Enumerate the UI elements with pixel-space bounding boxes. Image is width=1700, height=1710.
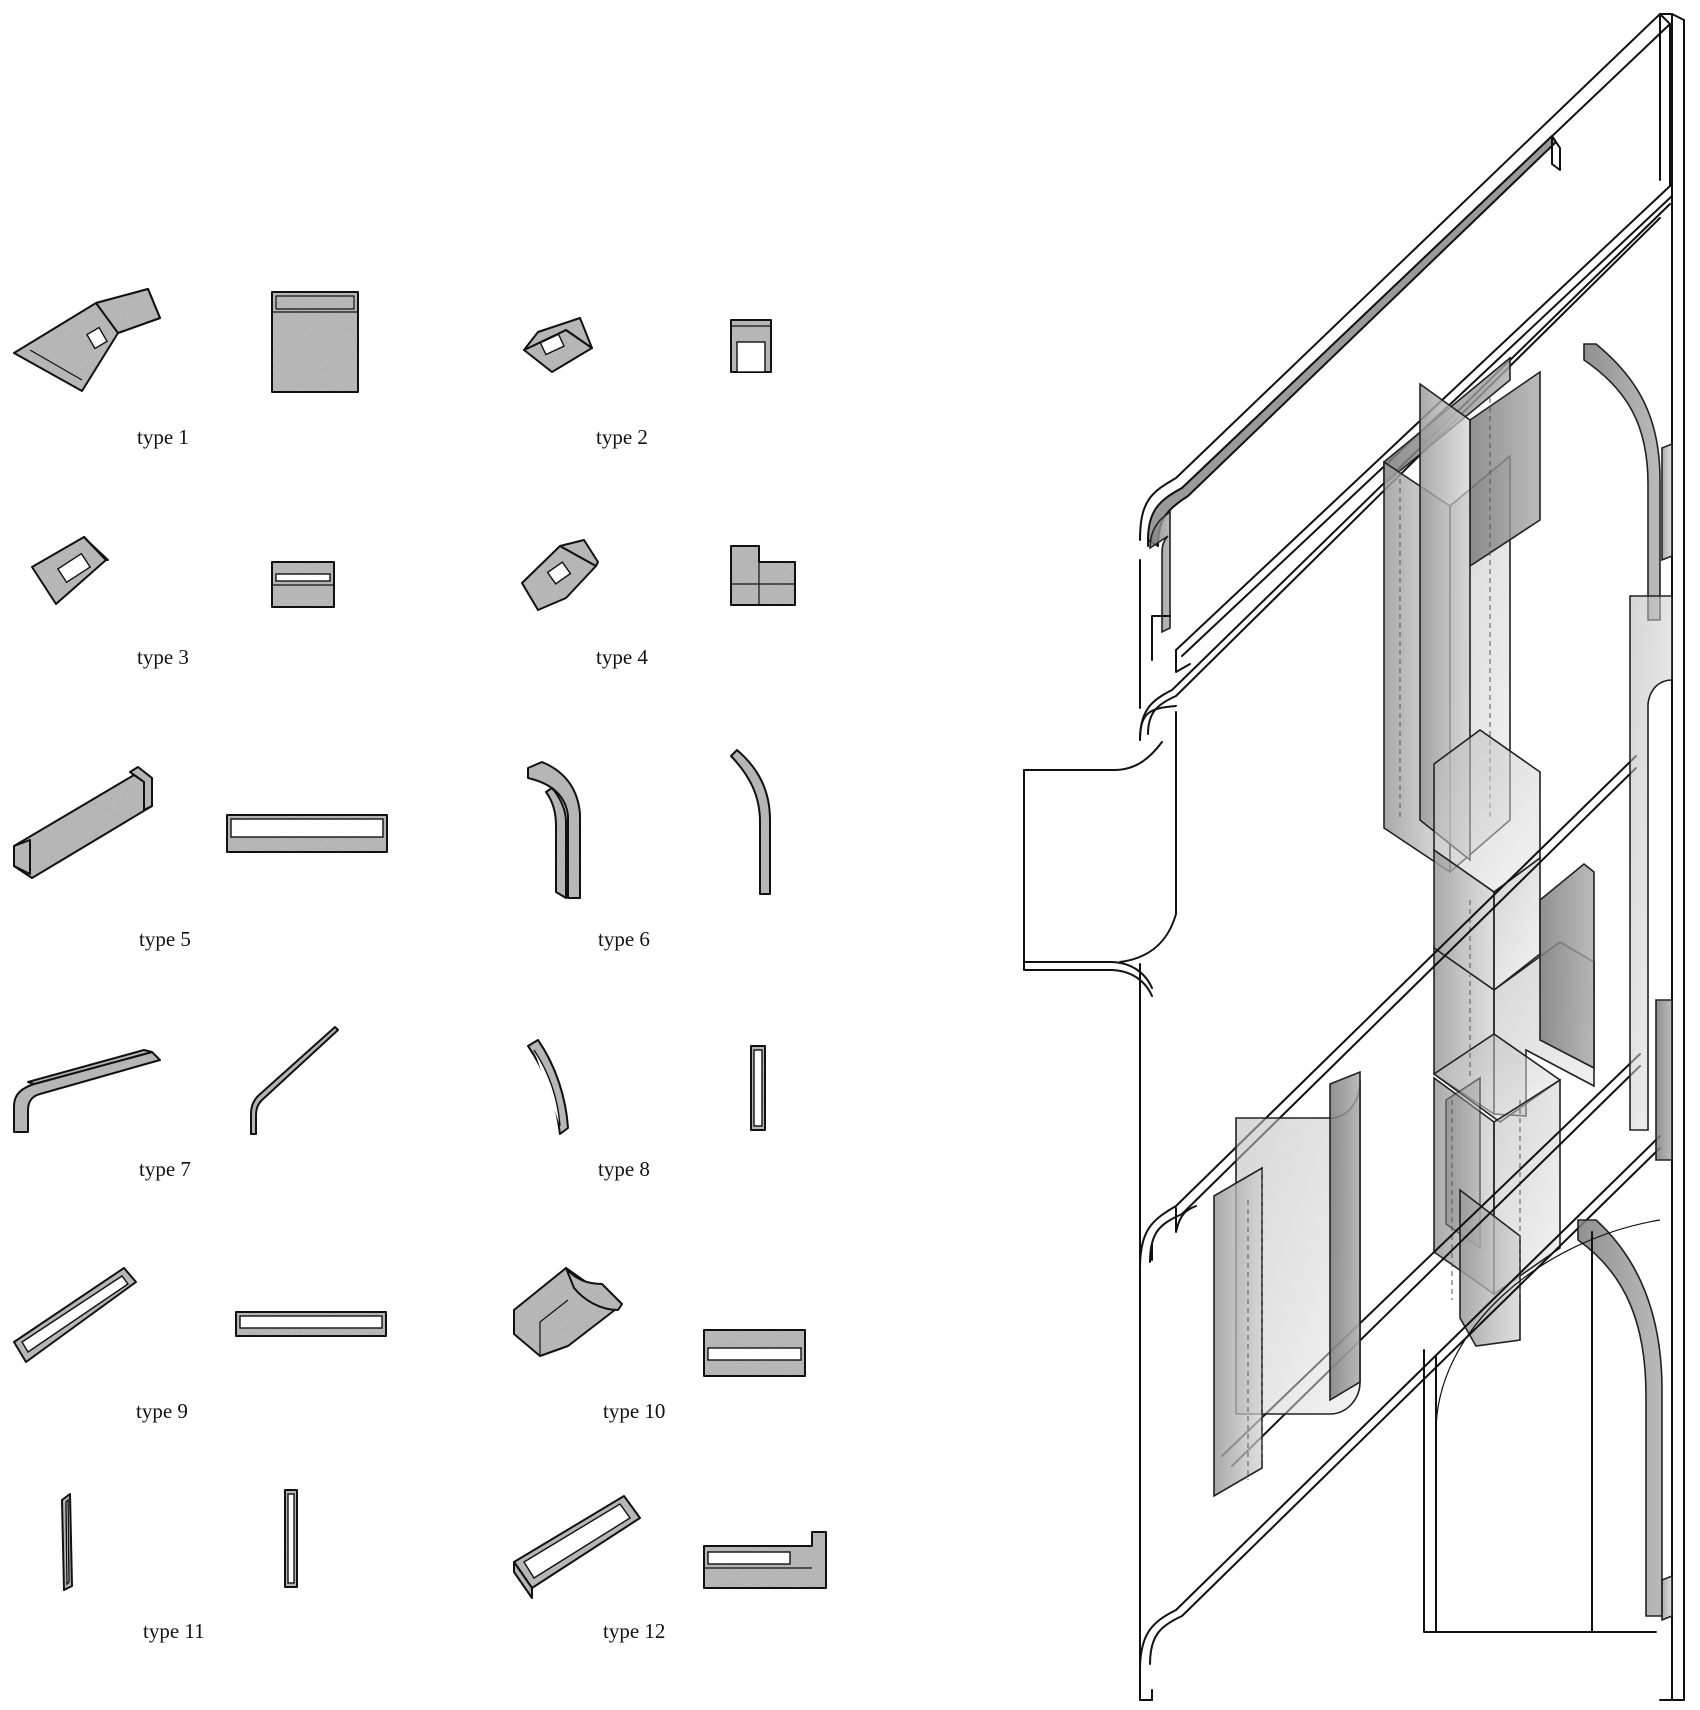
type-5-group: type 5 xyxy=(13,766,388,951)
type-3-group: type 3 xyxy=(31,536,335,669)
type-10-label: type 10 xyxy=(603,1399,665,1423)
type-11-group: type 11 xyxy=(61,1489,298,1643)
type-catalog: type 1 type 2 xyxy=(13,288,827,1643)
type-8-elevation xyxy=(750,1045,766,1131)
type-9-group: type 9 xyxy=(13,1267,387,1423)
type-2-axonometric xyxy=(523,317,593,373)
type-7-group: type 7 xyxy=(13,1026,339,1181)
type-3-axonometric xyxy=(31,536,109,605)
type-2-group: type 2 xyxy=(523,317,772,449)
type-11-label: type 11 xyxy=(143,1619,205,1643)
type-8-group: type 8 xyxy=(527,1039,766,1181)
type-9-elevation xyxy=(235,1311,387,1337)
type-7-elevation xyxy=(250,1026,339,1135)
type-4-axonometric xyxy=(521,539,599,611)
type-4-label: type 4 xyxy=(596,645,648,669)
type-6-elevation xyxy=(730,749,771,895)
type-12-group: type 12 xyxy=(513,1495,827,1643)
type-2-label: type 2 xyxy=(596,425,648,449)
glass-column xyxy=(1383,356,1595,1347)
type-1-group: type 1 xyxy=(13,288,359,449)
type-3-label: type 3 xyxy=(137,645,189,669)
balcony-box xyxy=(1023,711,1177,997)
second-slab xyxy=(1139,203,1671,741)
lower-arch xyxy=(1423,1219,1661,1633)
type-11-axonometric xyxy=(61,1493,73,1591)
type-12-elevation xyxy=(703,1531,827,1589)
type-1-elevation xyxy=(271,291,359,393)
type-6-label: type 6 xyxy=(598,927,650,951)
type-1-axonometric xyxy=(13,288,161,392)
right-brackets xyxy=(1577,343,1673,1622)
type-8-label: type 8 xyxy=(598,1157,650,1181)
type-4-group: type 4 xyxy=(521,539,796,669)
type-10-elevation xyxy=(703,1329,806,1377)
facade-axonometric-assembly xyxy=(1023,13,1685,1701)
type-6-group: type 6 xyxy=(527,749,771,951)
type-2-elevation xyxy=(730,319,772,373)
type-9-label: type 9 xyxy=(136,1399,188,1423)
type-9-axonometric xyxy=(13,1267,137,1363)
type-10-axonometric xyxy=(513,1267,623,1357)
type-3-elevation xyxy=(271,561,335,608)
facade-frame xyxy=(1139,13,1685,1701)
type-4-elevation xyxy=(730,545,796,606)
curved-panel xyxy=(1213,1070,1361,1498)
type-12-label: type 12 xyxy=(603,1619,665,1643)
type-11-elevation xyxy=(284,1489,298,1588)
top-left-bracket xyxy=(1139,510,1171,663)
type-5-label: type 5 xyxy=(139,927,191,951)
type-8-axonometric xyxy=(527,1039,569,1135)
type-6-axonometric xyxy=(527,761,581,899)
type-7-label: type 7 xyxy=(139,1157,191,1181)
type-10-group: type 10 xyxy=(513,1267,806,1423)
type-12-axonometric xyxy=(513,1495,641,1599)
type-7-axonometric xyxy=(13,1049,161,1133)
type-5-axonometric xyxy=(13,766,153,879)
type-5-elevation xyxy=(226,814,388,853)
type-1-label: type 1 xyxy=(137,425,189,449)
